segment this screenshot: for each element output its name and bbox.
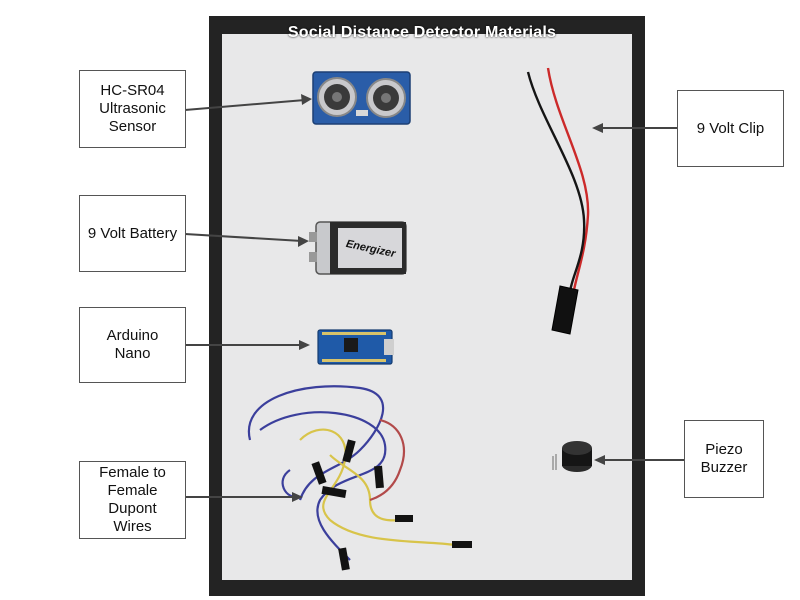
arduino-arrowhead — [299, 340, 310, 350]
figure-title: Social Distance Detector Materials — [287, 24, 557, 41]
label-arduino-nano: Arduino Nano — [79, 307, 186, 383]
battery-leader-line — [184, 233, 303, 242]
arduino-nano — [317, 329, 394, 365]
label-piezo-buzzer: Piezo Buzzer — [684, 420, 764, 498]
battery-arrowhead — [298, 236, 309, 247]
ultrasonic-arrowhead — [301, 94, 312, 105]
leader-lines — [184, 99, 684, 498]
ultrasonic-leader-line — [184, 99, 306, 111]
label-piezo-buzzer-text: Piezo Buzzer — [700, 441, 748, 476]
wires-arrowhead — [292, 492, 303, 502]
label-ultrasonic-sensor: HC-SR04 Ultrasonic Sensor — [79, 70, 186, 148]
label-nine-volt-battery-text: 9 Volt Battery — [87, 224, 178, 242]
label-arduino-nano-text: Arduino Nano — [106, 327, 159, 362]
label-nine-volt-clip-text: 9 Volt Clip — [696, 119, 765, 137]
arrowheads — [292, 94, 605, 502]
clip-arrowhead — [592, 123, 603, 133]
ultrasonic-sensor — [312, 71, 411, 125]
nine-volt-clip — [526, 67, 590, 335]
piezo-buzzer — [552, 441, 592, 472]
dupont-connectors — [311, 439, 472, 571]
label-ultrasonic-sensor-text: HC-SR04 Ultrasonic Sensor — [99, 82, 166, 135]
buzzer-arrowhead — [594, 455, 605, 465]
label-nine-volt-clip: 9 Volt Clip — [677, 90, 784, 167]
label-nine-volt-battery: 9 Volt Battery — [79, 195, 186, 272]
label-dupont-wires-text: Female to Female Dupont Wires — [99, 464, 166, 535]
nine-volt-battery: Energizer — [309, 221, 407, 275]
label-dupont-wires: Female to Female Dupont Wires — [79, 461, 186, 539]
